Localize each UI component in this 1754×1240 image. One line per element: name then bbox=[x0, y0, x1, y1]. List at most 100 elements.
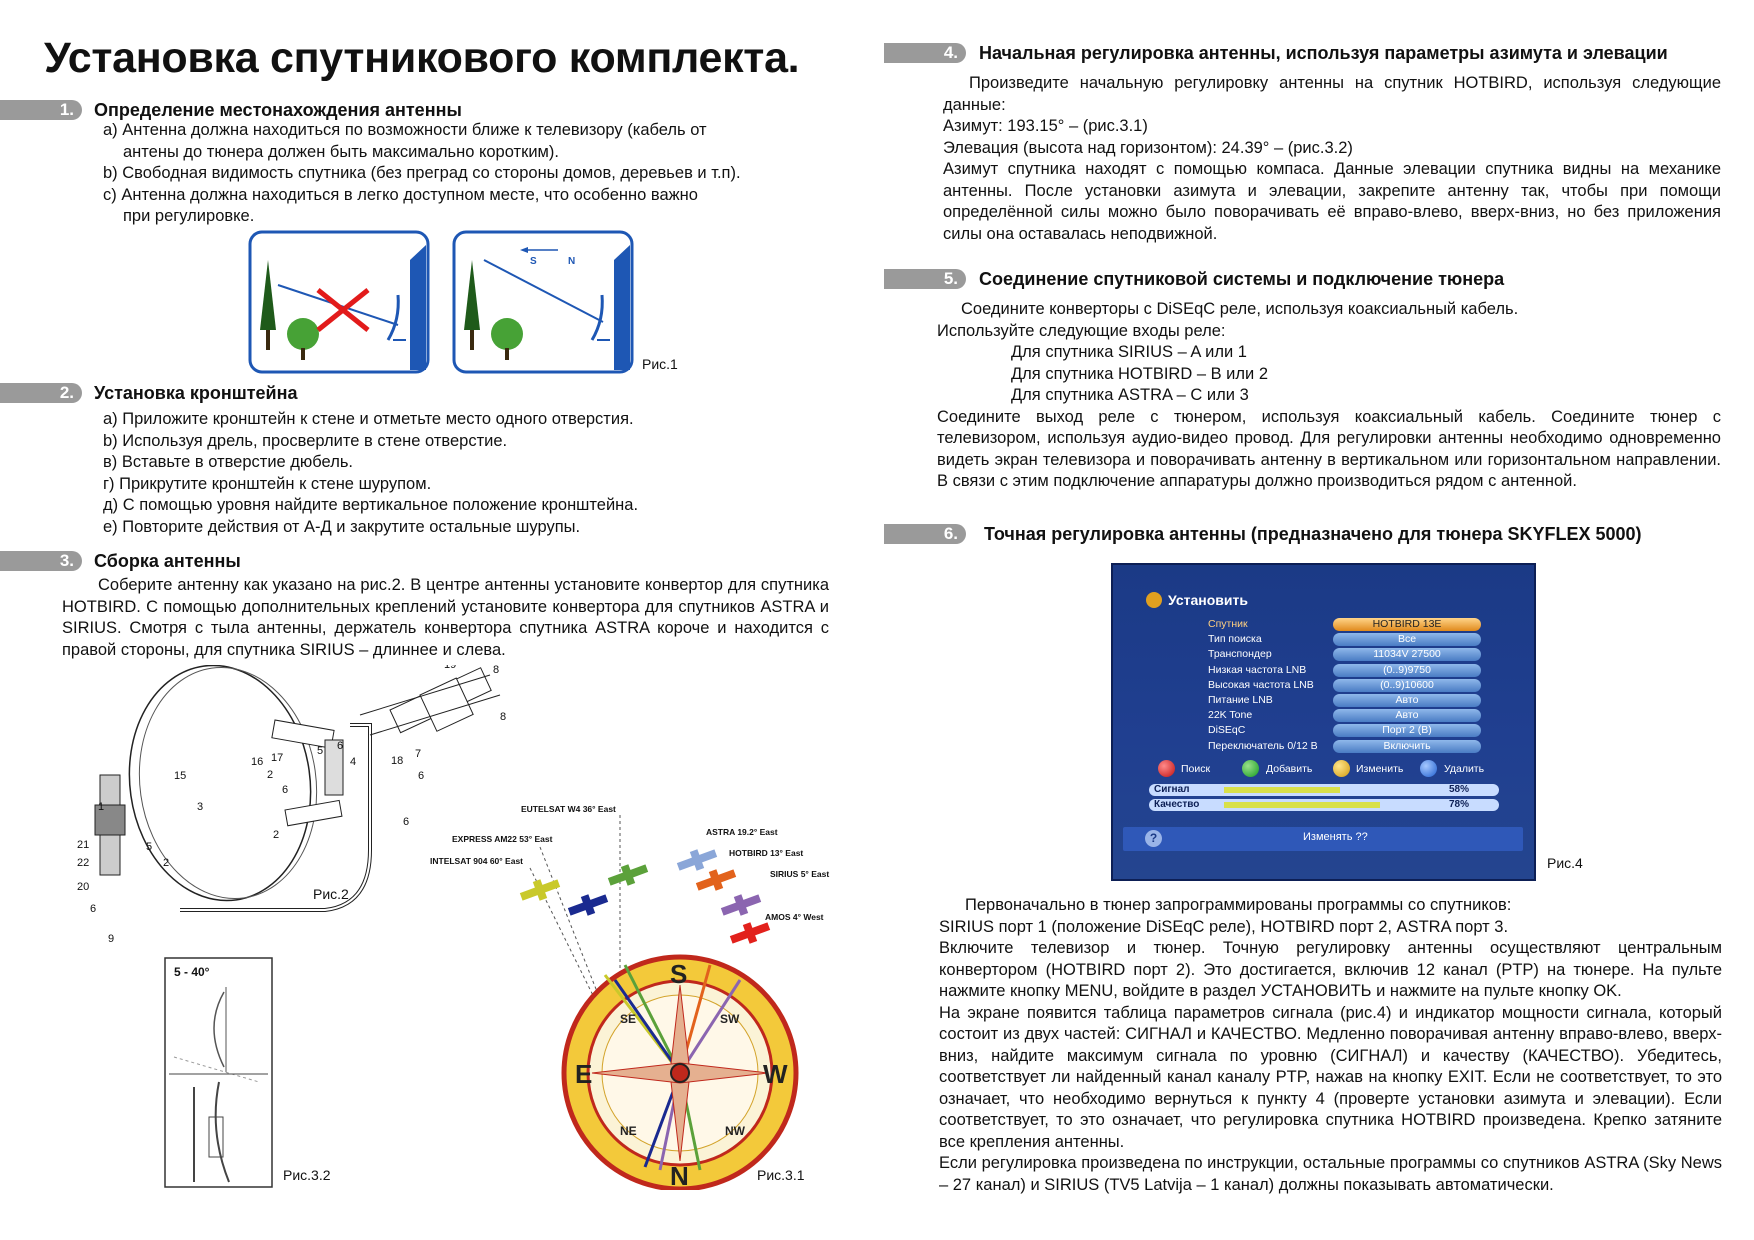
svg-text:8: 8 bbox=[493, 665, 499, 676]
section-6-body: Первоначально в тюнер запрограммированы … bbox=[939, 895, 1722, 1196]
svg-text:6: 6 bbox=[282, 784, 288, 796]
section-1-header: 1. Определение местонахождения антенны bbox=[0, 100, 840, 120]
section-3-text: Соберите антенну как указано на рис.2. В… bbox=[62, 576, 829, 659]
menu-row-label: Переключатель 0/12 В bbox=[1208, 739, 1318, 752]
section-5-header: 5. Соединение спутниковой системы и подк… bbox=[884, 269, 1744, 289]
svg-text:6: 6 bbox=[337, 740, 343, 752]
section-2-header: 2. Установка кронштейна bbox=[0, 383, 840, 403]
figure-3-2-caption: Рис.3.2 bbox=[283, 1167, 331, 1183]
elevation-range: 5 - 40° bbox=[174, 965, 210, 979]
svg-text:22: 22 bbox=[77, 857, 89, 869]
section-6-header: 6. Точная регулировка антенны (предназна… bbox=[884, 524, 1744, 544]
list-item: г) Прикрутите кронштейн к стене шурупом. bbox=[103, 474, 432, 493]
satellite-icons bbox=[519, 849, 771, 944]
page-title: Установка спутникового комплекта. bbox=[44, 34, 800, 82]
paragraph: Если регулировка произведена по инструкц… bbox=[939, 1154, 1722, 1194]
section-number-badge: 5. bbox=[884, 269, 966, 289]
quality-fill bbox=[1224, 802, 1380, 808]
menu-row[interactable]: Низкая частота LNB (0..9)9750 bbox=[1205, 663, 1483, 677]
add-button[interactable]: Добавить bbox=[1266, 763, 1313, 775]
figure-2-antenna-assembly: 15 16 17 5 6 4 18 7 19 8 8 6 2 3 6 6 2 1… bbox=[77, 665, 506, 945]
svg-text:19: 19 bbox=[444, 665, 456, 671]
menu-row[interactable]: Переключатель 0/12 В Включить bbox=[1205, 739, 1483, 753]
section-3-header: 3. Сборка антенны bbox=[0, 551, 840, 571]
paragraph: SIRIUS порт 1 (положение DiSEqC реле), H… bbox=[939, 917, 1509, 936]
satellite-labels: EUTELSAT W4 36° East EXPRESS AM22 53° Ea… bbox=[430, 805, 829, 922]
svg-text:ASTRA 19.2° East: ASTRA 19.2° East bbox=[706, 827, 778, 837]
section-number-badge: 3. bbox=[0, 551, 82, 571]
menu-row[interactable]: Высокая частота LNB(0..9)10600 bbox=[1205, 678, 1483, 692]
section-4-body: Произведите начальную регулировку антенн… bbox=[943, 73, 1721, 245]
figure-3-1-caption: Рис.3.1 bbox=[757, 1167, 805, 1183]
azimuth-value: Азимут: 193.15° – (рис.3.1) bbox=[943, 117, 1148, 135]
menu-row-value: Все bbox=[1333, 633, 1481, 647]
section-5-body: Соедините конверторы с DiSEqC реле, испо… bbox=[937, 299, 1721, 493]
panel-clear: S N bbox=[452, 230, 634, 374]
menu-row-label: Тип поиска bbox=[1208, 633, 1262, 646]
svg-text:AMOS 4° West: AMOS 4° West bbox=[765, 912, 824, 922]
menu-row-value: Включить bbox=[1333, 739, 1481, 753]
svg-text:W: W bbox=[763, 1059, 788, 1089]
edit-button[interactable]: Изменить bbox=[1356, 763, 1404, 775]
menu-row-label: Низкая частота LNB bbox=[1208, 663, 1307, 676]
figure-3-2-elevation: 5 - 40° bbox=[164, 957, 273, 1188]
signal-fill bbox=[1224, 787, 1340, 793]
figure-2-caption: Рис.2 bbox=[313, 886, 349, 902]
svg-text:EUTELSAT W4 36° East: EUTELSAT W4 36° East bbox=[521, 805, 616, 814]
svg-text:17: 17 bbox=[271, 752, 283, 764]
list-item: антены до тюнера должен быть максимально… bbox=[123, 142, 559, 161]
svg-text:S: S bbox=[670, 959, 687, 989]
svg-text:NE: NE bbox=[620, 1124, 637, 1138]
red-button-icon bbox=[1158, 760, 1175, 777]
menu-row-label: Питание LNB bbox=[1208, 694, 1273, 706]
section-number-badge: 4. bbox=[884, 43, 966, 63]
svg-text:2: 2 bbox=[163, 857, 169, 869]
list-item: a) Антенна должна находиться по возможно… bbox=[103, 121, 707, 139]
menu-title: Установить bbox=[1168, 592, 1248, 608]
menu-row-label: Высокая частота LNB bbox=[1208, 678, 1314, 691]
svg-text:20: 20 bbox=[77, 881, 89, 893]
menu-row-value: Авто bbox=[1333, 694, 1481, 707]
part-number-labels: 15 16 17 5 6 4 18 7 19 8 8 6 2 3 6 6 2 1… bbox=[77, 665, 506, 945]
svg-text:1: 1 bbox=[98, 801, 104, 813]
panel-blocked bbox=[248, 230, 430, 374]
svg-text:HOTBIRD 13° East: HOTBIRD 13° East bbox=[729, 848, 803, 858]
section-heading: Точная регулировка антенны (предназначен… bbox=[984, 524, 1642, 544]
svg-text:8: 8 bbox=[500, 711, 506, 723]
figure-1-line-of-sight: S N bbox=[248, 230, 634, 374]
svg-text:N: N bbox=[670, 1161, 689, 1190]
search-button[interactable]: Поиск bbox=[1181, 763, 1211, 775]
yellow-button-icon bbox=[1333, 760, 1350, 777]
svg-text:NW: NW bbox=[725, 1124, 746, 1138]
list-item: b) Используя дрель, просверлите в стене … bbox=[103, 431, 508, 450]
menu-row-value: (0..9)9750 bbox=[1333, 663, 1481, 677]
list-item: а) Приложите кронштейн к стене и отметьт… bbox=[103, 410, 634, 428]
section-2-body: а) Приложите кронштейн к стене и отметьт… bbox=[103, 409, 823, 538]
menu-row-value: Порт 2 (B) bbox=[1333, 724, 1481, 738]
menu-row-value: 11034V 27500 bbox=[1333, 648, 1481, 662]
svg-text:15: 15 bbox=[174, 770, 186, 782]
list-item: Для спутника SIRIUS – A или 1 bbox=[1011, 343, 1247, 361]
figure-3-1-compass: EUTELSAT W4 36° East EXPRESS AM22 53° Ea… bbox=[430, 805, 829, 1190]
delete-button[interactable]: Удалить bbox=[1444, 763, 1485, 775]
menu-row[interactable]: Питание LNB Авто bbox=[1205, 694, 1483, 707]
figure-1-caption: Рис.1 bbox=[642, 356, 678, 372]
blue-button-icon bbox=[1420, 760, 1437, 777]
svg-text:16: 16 bbox=[251, 756, 263, 768]
footer-text: Изменять ?? bbox=[1303, 831, 1368, 843]
settings-icon bbox=[1146, 592, 1162, 608]
menu-row[interactable]: Тип поиска Все bbox=[1205, 633, 1483, 647]
paragraph: Используйте следующие входы реле: bbox=[937, 321, 1226, 340]
svg-text:EXPRESS AM22 53° East: EXPRESS AM22 53° East bbox=[452, 834, 553, 844]
svg-text:6: 6 bbox=[403, 816, 409, 828]
svg-text:6: 6 bbox=[418, 770, 424, 782]
section-heading: Установка кронштейна bbox=[94, 383, 298, 403]
menu-row-label: Спутник bbox=[1208, 618, 1248, 630]
compass-directions: S N E W SW SE NE NW bbox=[575, 959, 788, 1190]
list-item: в) Вставьте в отверстие дюбель. bbox=[103, 453, 353, 471]
menu-row-value: Авто bbox=[1333, 709, 1481, 723]
